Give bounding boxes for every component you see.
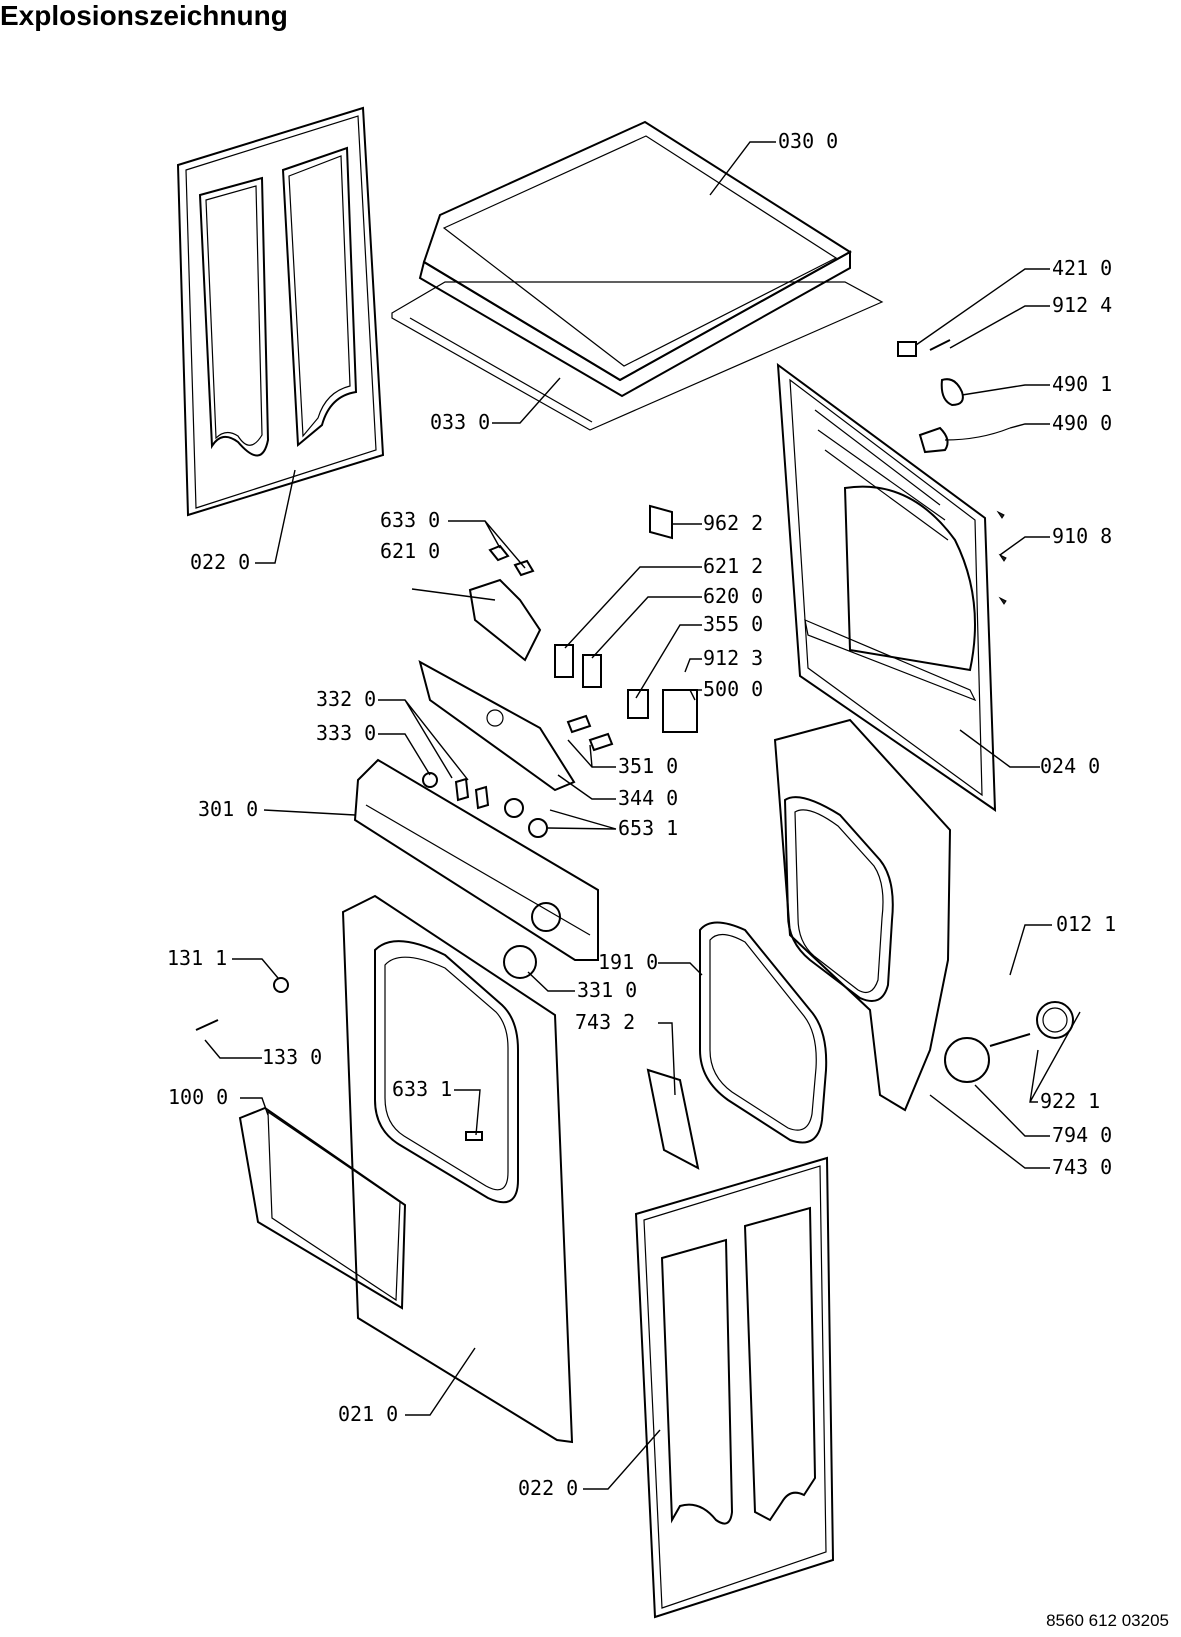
label-490-0: 490 0	[1052, 411, 1112, 435]
label-301-0: 301 0	[198, 797, 258, 821]
label-021-0: 021 0	[338, 1402, 398, 1426]
label-922-1: 922 1	[1040, 1089, 1100, 1113]
label-191-0: 191 0	[598, 950, 658, 974]
label-633-1: 633 1	[392, 1077, 452, 1101]
label-962-2: 962 2	[703, 511, 763, 535]
label-621-2: 621 2	[703, 554, 763, 578]
control-electronics	[468, 544, 698, 733]
drum-housing	[773, 718, 1074, 1112]
top-cover	[418, 120, 852, 398]
label-355-0: 355 0	[703, 612, 763, 636]
rear-panel	[776, 362, 997, 812]
label-333-0: 333 0	[316, 721, 376, 745]
label-344-0: 344 0	[618, 786, 678, 810]
label-421-0: 421 0	[1052, 256, 1112, 280]
label-794-0: 794 0	[1052, 1123, 1112, 1147]
knob	[503, 945, 537, 979]
label-910-8: 910 8	[1052, 524, 1112, 548]
document-number: 8560 612 03205	[1046, 1611, 1169, 1630]
page-title: Explosionszeichnung	[0, 0, 288, 31]
label-332-0: 332 0	[316, 687, 376, 711]
label-331-0: 331 0	[577, 978, 637, 1002]
label-653-1: 653 1	[618, 816, 678, 840]
label-022-0-top: 022 0	[190, 550, 250, 574]
detergent-drawer	[238, 1106, 407, 1310]
label-912-3: 912 3	[703, 646, 763, 670]
label-351-0: 351 0	[618, 754, 678, 778]
label-033-0: 033 0	[430, 410, 490, 434]
control-board	[418, 660, 614, 792]
label-743-0: 743 0	[1052, 1155, 1112, 1179]
label-012-1: 012 1	[1056, 912, 1116, 936]
label-620-0: 620 0	[703, 584, 763, 608]
label-500-0: 500 0	[703, 677, 763, 701]
label-133-0: 133 0	[262, 1045, 322, 1069]
side-panel-right	[634, 1156, 835, 1619]
label-030-0: 030 0	[778, 129, 838, 153]
part-labels: 030 0 421 0 912 4 490 1 490 0 033 0 022 …	[167, 129, 1116, 1500]
sticker	[649, 504, 673, 540]
label-022-0-bottom: 022 0	[518, 1476, 578, 1500]
front-panel	[195, 894, 574, 1444]
small-parts-right	[897, 339, 1011, 605]
label-131-1: 131 1	[167, 946, 227, 970]
door-seal	[699, 921, 828, 1144]
control-panel	[353, 758, 599, 961]
label-024-0: 024 0	[1040, 754, 1100, 778]
side-panel-left	[176, 106, 385, 517]
label-490-1: 490 1	[1052, 372, 1112, 396]
leader-lines	[204, 141, 1081, 1490]
label-621-0: 621 0	[380, 539, 440, 563]
label-633-0: 633 0	[380, 508, 440, 532]
label-100-0: 100 0	[168, 1085, 228, 1109]
label-sticker	[646, 1068, 700, 1170]
label-912-4: 912 4	[1052, 293, 1112, 317]
label-743-2: 743 2	[575, 1010, 635, 1034]
top-frame	[391, 281, 884, 431]
